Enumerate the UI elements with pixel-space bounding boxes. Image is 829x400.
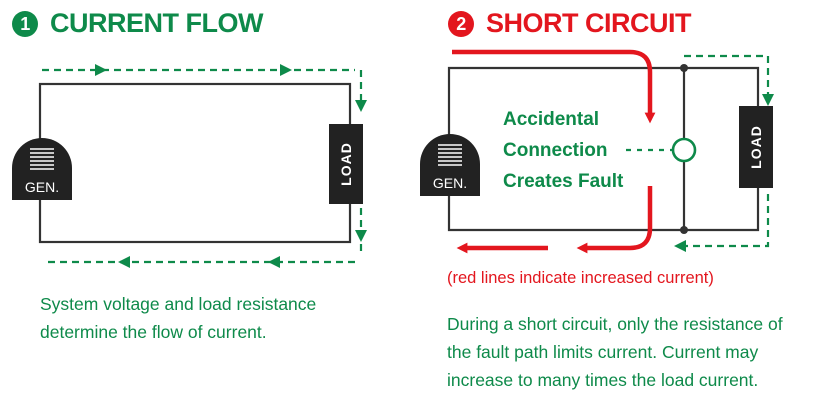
panel1-wire-loop	[38, 82, 352, 244]
panel2-wire-left-bottom	[447, 186, 760, 232]
fault-label-line: Connection	[503, 140, 608, 161]
panel2-number-badge: 2	[448, 10, 474, 37]
panel2-title-text: SHORT CIRCUIT	[486, 8, 692, 38]
arrow-icon	[118, 256, 130, 268]
panel2-circuit: GEN. LOAD	[420, 49, 774, 254]
panel2-wire-left-top	[447, 66, 760, 140]
panel2-red-right	[576, 186, 653, 254]
arrow-icon	[355, 230, 367, 242]
panel2-junction-top	[680, 64, 688, 72]
panel1-title-text: CURRENT FLOW	[50, 8, 263, 38]
arrow-icon	[95, 64, 107, 76]
panel2-description-line: increase to many times the load current.	[447, 370, 759, 390]
panel1-load-label: LOAD	[338, 142, 354, 186]
panel2-red-top	[452, 49, 656, 124]
fault-label-line: Accidental	[503, 109, 600, 130]
panel1-description: System voltage and load resistance deter…	[40, 290, 380, 346]
panel2-description: During a short circuit, only the resista…	[447, 310, 827, 394]
arrow-icon	[674, 240, 686, 252]
panel2-description-line: the fault path limits current. Current m…	[447, 342, 759, 362]
red-lines-note: (red lines indicate increased current)	[447, 269, 714, 287]
panel2-load-label: LOAD	[748, 125, 764, 169]
panel1-title: 1 CURRENT FLOW	[12, 8, 263, 39]
arrow-icon	[762, 94, 774, 106]
panel2-flow-top	[684, 54, 770, 104]
panel1-circuit: GEN. LOAD	[12, 64, 367, 268]
panel1-number-badge: 1	[12, 10, 38, 37]
arrow-icon	[355, 100, 367, 112]
fault-label-line: Creates Fault	[503, 171, 624, 192]
arrow-icon	[280, 64, 292, 76]
fault-point-icon	[671, 137, 697, 163]
panel1-description-line: System voltage and load resistance	[40, 294, 317, 314]
load-icon: LOAD	[739, 106, 773, 188]
generator-icon: GEN.	[12, 138, 72, 200]
panel2-description-line: During a short circuit, only the resista…	[447, 314, 783, 334]
panel1-generator-label: GEN.	[25, 179, 59, 195]
panel1-description-line: determine the flow of current.	[40, 322, 267, 342]
panel2-generator-label: GEN.	[433, 175, 467, 191]
panel2-junction-bottom	[680, 226, 688, 234]
arrow-icon	[268, 256, 280, 268]
load-icon: LOAD	[329, 124, 363, 204]
panel2-title: 2 SHORT CIRCUIT	[448, 8, 692, 39]
generator-icon: GEN.	[420, 134, 480, 196]
panel2-flow-bottom	[678, 194, 770, 248]
fault-label: Accidental Connection Creates Fault	[503, 104, 623, 197]
